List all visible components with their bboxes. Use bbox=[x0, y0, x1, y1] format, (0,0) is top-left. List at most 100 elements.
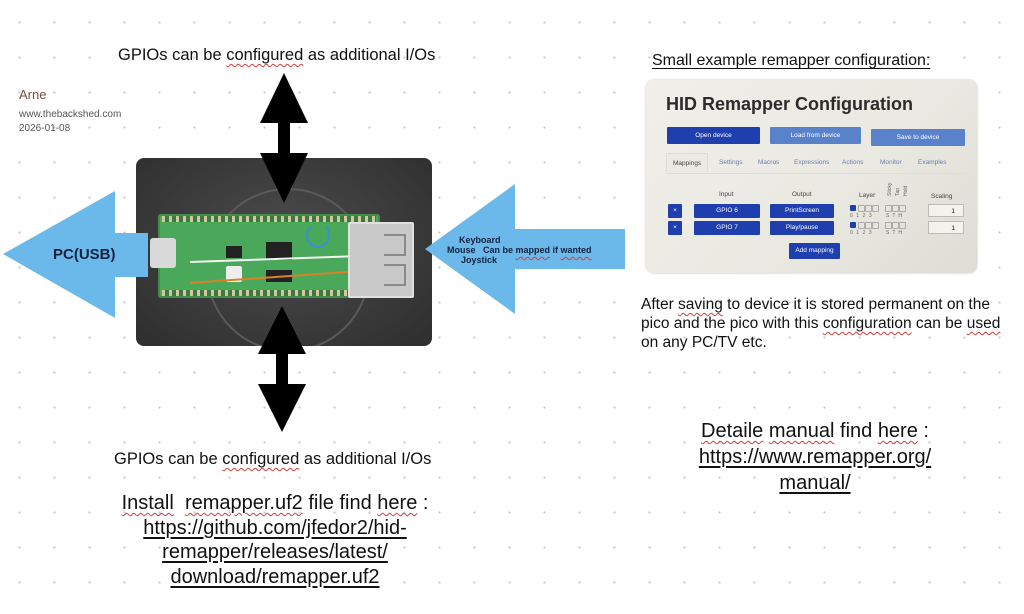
hold-checkbox[interactable] bbox=[899, 222, 906, 229]
text-part: Install bbox=[121, 492, 174, 514]
input-devices-label: Keyboard Mouse Can be mapped if wanted J… bbox=[447, 235, 592, 265]
text-part: file find bbox=[302, 492, 378, 514]
text-part: wanted bbox=[560, 245, 592, 255]
layer-checkbox[interactable] bbox=[872, 222, 879, 229]
text-part: here bbox=[377, 492, 418, 514]
tab-actions[interactable]: Actions bbox=[842, 159, 864, 166]
output-select[interactable]: PrintScreen bbox=[770, 204, 834, 218]
delete-mapping-button[interactable]: × bbox=[668, 221, 682, 235]
example-title: Small example remapper configuration: bbox=[652, 52, 931, 69]
after-saving-paragraph: After saving to device it is stored perm… bbox=[641, 295, 1011, 352]
text-part: configuration bbox=[822, 315, 912, 332]
text-part: find bbox=[834, 420, 878, 442]
sth-labels: STH bbox=[886, 230, 906, 236]
usb-a-socket bbox=[348, 222, 414, 298]
load-from-device-button[interactable]: Load from device bbox=[770, 127, 861, 144]
layer-header: Layer bbox=[859, 192, 876, 199]
manual-heading: Detaile manual find here : bbox=[640, 418, 990, 444]
tab-mappings[interactable]: Mappings bbox=[666, 153, 709, 172]
manual-url-part[interactable]: manual/ bbox=[779, 472, 851, 494]
text-part: remapper.uf2 bbox=[184, 492, 303, 514]
text-part: : bbox=[917, 420, 929, 442]
text-part: configured bbox=[222, 450, 300, 468]
layer-checkbox[interactable] bbox=[850, 222, 856, 228]
text-part: configured bbox=[226, 46, 304, 64]
tap-header: Tap bbox=[895, 187, 901, 196]
layer-checkbox[interactable] bbox=[865, 222, 872, 229]
date-label: 2026-01-08 bbox=[19, 123, 71, 134]
tab-bar: Mappings Settings Macros Expressions Act… bbox=[666, 153, 966, 174]
pins-bottom bbox=[162, 290, 376, 296]
input-select[interactable]: GPIO 6 bbox=[694, 204, 760, 218]
gpio-bottom-label: GPIOs can be configured as additional I/… bbox=[114, 450, 431, 469]
sticky-header: Sticky bbox=[887, 182, 893, 196]
hold-header: Hold bbox=[903, 185, 909, 196]
install-heading: Install remapper.uf2 file find here : bbox=[90, 491, 460, 516]
manual-url-part[interactable]: https://www.remapper.org/ bbox=[698, 446, 932, 468]
install-block: Install remapper.uf2 file find here : ht… bbox=[90, 491, 460, 589]
scaling-input[interactable]: 1 bbox=[928, 204, 964, 217]
tap-checkbox[interactable] bbox=[892, 205, 899, 212]
layer-digits: 0123 bbox=[850, 230, 876, 236]
layer-digits: 0123 bbox=[850, 213, 876, 219]
tap-checkbox[interactable] bbox=[892, 222, 899, 229]
text-part: as additional I/Os bbox=[299, 450, 432, 468]
layer-checkbox[interactable] bbox=[872, 205, 879, 212]
text-part: as additional I/Os bbox=[303, 46, 436, 64]
author-name: Arne bbox=[19, 87, 47, 102]
output-select[interactable]: Play/pause bbox=[770, 221, 834, 235]
pc-usb-label: PC(USB) bbox=[53, 246, 116, 263]
output-header: Output bbox=[792, 191, 812, 198]
install-url-part[interactable]: remapper/releases/latest/ bbox=[162, 541, 388, 563]
tab-expressions[interactable]: Expressions bbox=[794, 159, 830, 166]
manual-link[interactable]: https://www.remapper.org/manual/ bbox=[640, 444, 990, 496]
gpio-top-label: GPIOs can be configured as additional I/… bbox=[118, 46, 435, 65]
scaling-input[interactable]: 1 bbox=[928, 221, 964, 234]
sticky-checkbox[interactable] bbox=[885, 205, 892, 212]
add-mapping-button[interactable]: Add mapping bbox=[789, 243, 840, 259]
text-part: saving bbox=[678, 296, 723, 313]
delete-mapping-button[interactable]: × bbox=[668, 204, 682, 218]
install-url-part[interactable]: download/remapper.uf2 bbox=[170, 565, 380, 588]
double-arrow-bottom-icon bbox=[258, 306, 306, 432]
text-part: used bbox=[966, 315, 1001, 332]
tab-settings[interactable]: Settings bbox=[719, 159, 743, 166]
layer-checkbox[interactable] bbox=[858, 205, 865, 212]
sticky-checkbox[interactable] bbox=[885, 222, 892, 229]
manual-block: Detaile manual find here : https://www.r… bbox=[640, 418, 990, 496]
text-part: After bbox=[641, 296, 679, 313]
site-url: www.thebackshed.com bbox=[19, 109, 122, 120]
save-to-device-button[interactable]: Save to device bbox=[871, 129, 965, 146]
chip bbox=[226, 246, 242, 258]
text-part: can be bbox=[911, 315, 967, 332]
text-part: to device it is stored permanent on the … bbox=[641, 296, 990, 332]
hold-checkbox[interactable] bbox=[899, 205, 906, 212]
layer-checkbox[interactable] bbox=[865, 205, 872, 212]
input-header: Input bbox=[719, 191, 734, 198]
tab-examples[interactable]: Examples bbox=[918, 159, 947, 166]
chip bbox=[266, 242, 292, 260]
text-part: mapped bbox=[515, 245, 551, 255]
panel-title: HID Remapper Configuration bbox=[666, 94, 914, 114]
input-devices-arrow-icon bbox=[425, 184, 625, 314]
text-part: GPIOs can be bbox=[114, 450, 223, 468]
sth-labels: STH bbox=[886, 213, 906, 219]
text-part: manual bbox=[768, 420, 835, 442]
text-part: : bbox=[417, 492, 429, 514]
install-url-part[interactable]: https://github.com/jfedor2/hid- bbox=[143, 516, 407, 539]
open-device-button[interactable]: Open device bbox=[667, 127, 760, 144]
layer-checkbox[interactable] bbox=[850, 205, 856, 211]
tab-macros[interactable]: Macros bbox=[758, 159, 780, 166]
text-part: if bbox=[550, 245, 561, 255]
tab-monitor[interactable]: Monitor bbox=[880, 159, 902, 166]
text-part: Mouse Can be bbox=[447, 245, 516, 255]
install-link[interactable]: https://github.com/jfedor2/hid- remapper… bbox=[90, 516, 460, 590]
text-part: on any PC/TV etc. bbox=[641, 334, 767, 351]
input-select[interactable]: GPIO 7 bbox=[694, 221, 760, 235]
pins-top bbox=[162, 216, 376, 222]
layer-checkbox[interactable] bbox=[858, 222, 865, 229]
micro-usb-port bbox=[150, 238, 176, 268]
text-part: here bbox=[877, 420, 918, 442]
joystick-label: Joystick bbox=[461, 255, 498, 265]
wire-blue bbox=[306, 222, 330, 248]
